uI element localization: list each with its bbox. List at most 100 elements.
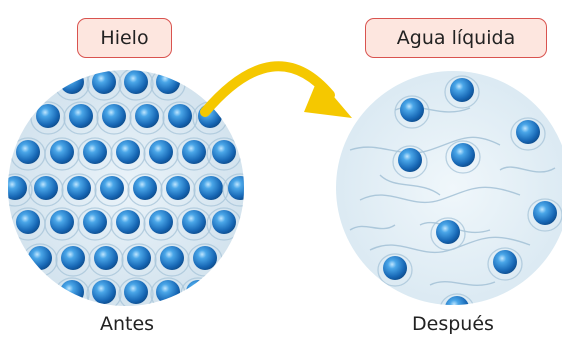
ice-molecule [92,280,116,304]
ice-molecule-halo [222,173,244,207]
ice-molecule [127,246,151,270]
ice-molecule-halo [96,101,132,135]
ice-molecule [8,176,27,200]
ice-molecule [100,176,124,200]
ice-molecule [212,210,236,234]
liquid-water-label: Agua líquida [365,18,547,58]
water-molecule [445,296,469,305]
before-caption: Antes [99,313,155,335]
ice-molecule [34,176,58,200]
ice-molecule-halo [28,173,64,207]
ice-molecule [67,176,91,200]
ice-molecule [166,176,190,200]
ice-molecule-halo [88,243,124,277]
ice-molecule [102,104,126,128]
ice-molecule-halo [143,137,179,171]
water-molecule-halo [444,75,480,109]
ice-molecule-halo [143,207,179,241]
liquid-water-sample [336,71,562,305]
ice-molecule [69,104,93,128]
ice-molecule-halo [176,207,212,241]
water-molecule [436,220,460,244]
water-molecule [516,120,540,144]
ice-molecule [36,104,60,128]
ice-molecule-halo [8,173,33,207]
ice-molecule-halo [110,137,146,171]
water-molecule-halo [445,140,481,174]
ice-molecule [149,210,173,234]
water-molecule [400,98,424,122]
water-molecules [377,75,562,305]
ice-molecule [116,210,140,234]
ice-molecule [83,140,107,164]
ice-molecule-halo [61,173,97,207]
ice-molecule [182,140,206,164]
ice-molecule [16,140,40,164]
ice-molecule-halo [180,277,216,306]
water-molecule [398,148,422,172]
ice-molecule [193,246,217,270]
ice-molecule-halo [121,243,157,277]
ice-molecule [116,140,140,164]
ice-molecule-halo [94,173,130,207]
ice-molecule [61,246,85,270]
water-molecule-halo [394,95,430,129]
ice-label: Hielo [77,18,172,58]
ice-molecule [149,140,173,164]
ice-molecule [16,210,40,234]
water-molecule [450,78,474,102]
ice-molecule-halo [44,137,80,171]
ice-molecule [160,246,184,270]
ice-molecule-halo [154,243,190,277]
ice-molecule-halo [110,207,146,241]
ice-molecule-halo [160,173,196,207]
ice-molecule [228,176,244,200]
water-molecule-halo [487,247,523,281]
ice-molecule [135,104,159,128]
ice-molecule-halo [55,243,91,277]
ice-molecule-halo [162,101,198,135]
water-molecule-halo [527,198,562,232]
after-caption: Después [412,313,494,335]
ice-molecule [156,70,180,94]
water-molecule-halo [392,145,428,179]
ice-molecule [83,210,107,234]
ice-molecule-halo [118,70,154,101]
ice-molecule [60,70,84,94]
ice-molecule-halo [77,137,113,171]
water-molecule-halo [510,117,546,151]
ice-molecule [168,104,192,128]
ice-molecule [212,140,236,164]
ice-molecule-halo [127,173,163,207]
ice-molecule [186,280,210,304]
ice-molecule-halo [44,207,80,241]
ice-molecule-halo [176,137,212,171]
ice-molecule [50,210,74,234]
ice-molecule [133,176,157,200]
water-molecule-halo [377,253,413,287]
ice-molecule-halo [63,101,99,135]
ice-molecule [60,280,84,304]
ice-molecule [156,280,180,304]
ice-molecule-halo [129,101,165,135]
ice-molecule-halo [86,277,122,306]
ice-molecule [182,210,206,234]
water-molecule [493,250,517,274]
ice-molecule [50,140,74,164]
water-molecule [451,143,475,167]
water-molecule-halo [430,217,466,251]
ice-molecule [92,70,116,94]
ice-molecule-halo [118,277,154,306]
ice-molecule [28,246,52,270]
ice-molecule [199,176,223,200]
water-molecule [383,256,407,280]
ice-molecule-halo [193,173,229,207]
ice-molecule-halo [86,70,122,101]
ice-molecule [124,280,148,304]
ice-molecule [124,70,148,94]
ice-molecule [94,246,118,270]
water-molecule [533,201,557,225]
arrow-head [304,78,352,118]
water-molecule-halo [439,293,475,305]
